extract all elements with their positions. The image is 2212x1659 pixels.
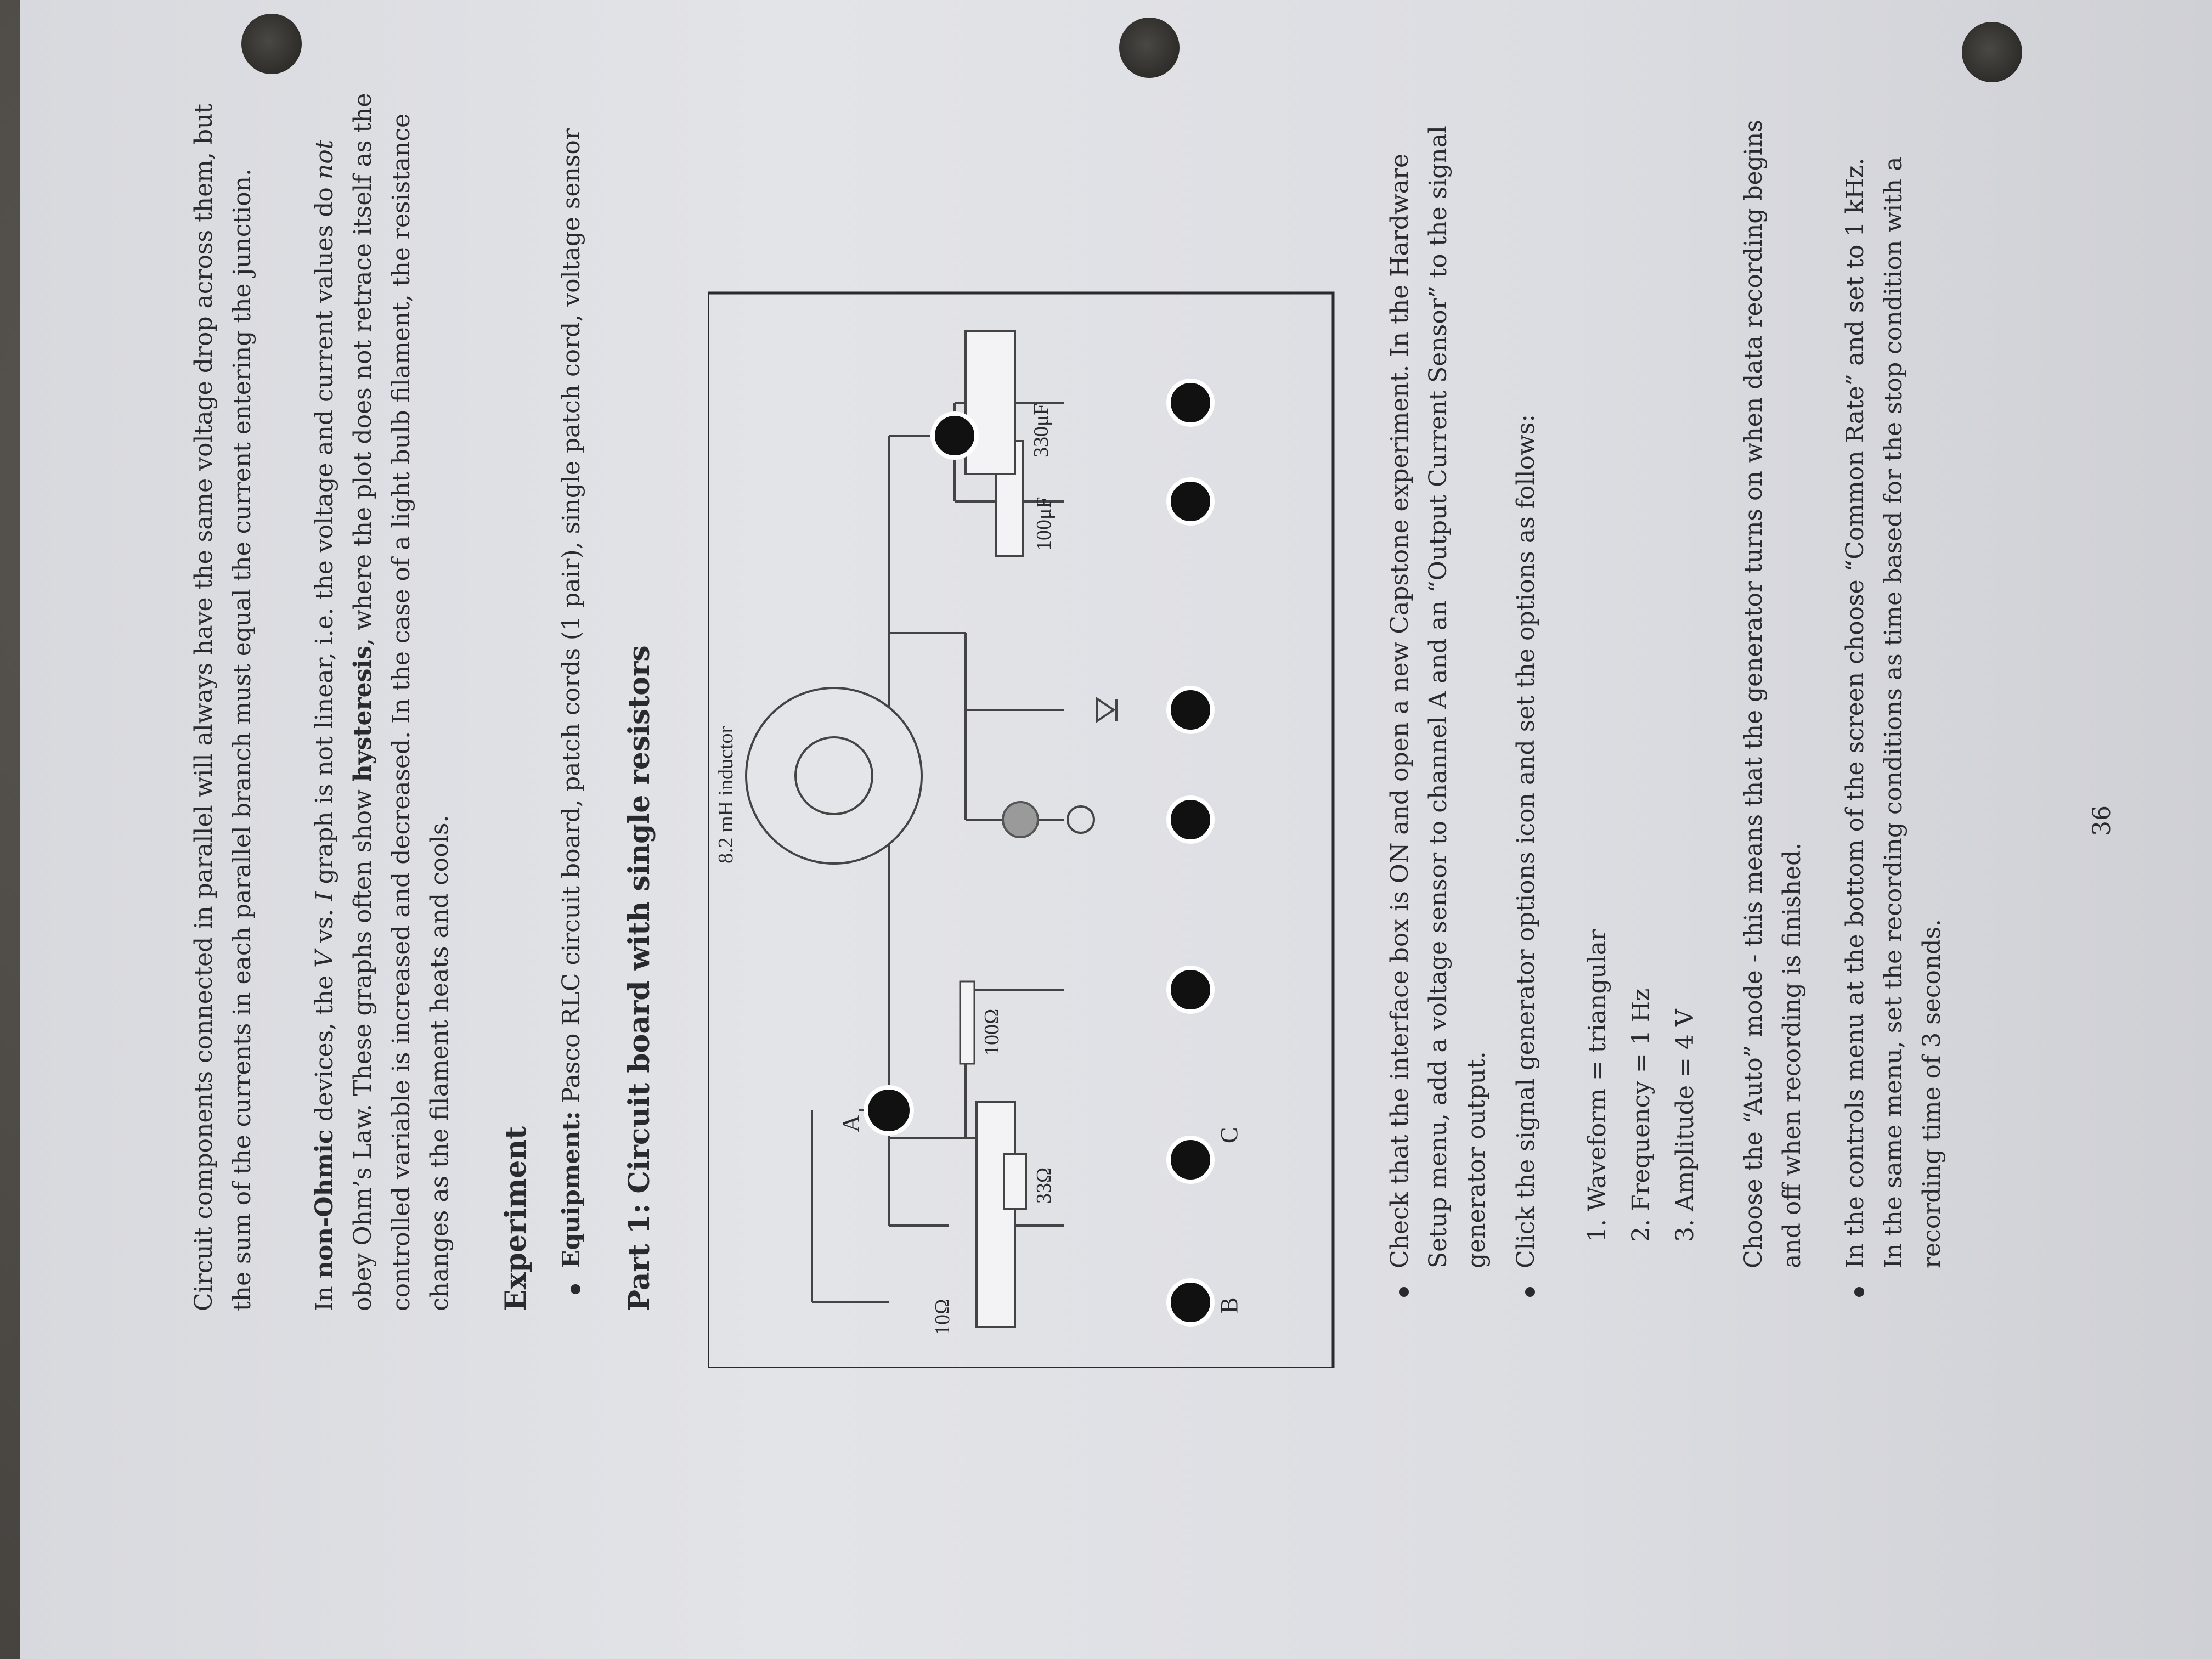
label-r33: 33Ω [1032,1167,1056,1204]
page-number: 36 [2088,805,2116,836]
circuit-board-diagram: 8.2 mH inductor A B C 10Ω 33Ω 100Ω 100μF… [708,291,1335,1368]
label-r10: 10Ω [931,1299,954,1335]
text-run: obey Ohm’s Law. These graphs often show [349,782,377,1311]
text-run: graph is not linear, i.e. the voltage an… [311,179,338,892]
terminal-bulb [1166,795,1215,844]
paper-sheet [20,0,2212,1659]
bullet-marker [1399,1287,1409,1297]
terminal-right-top [930,411,979,460]
bullet-marker [1525,1287,1535,1297]
terminal-b [1166,1278,1215,1327]
paragraph-nonohmic-line1: In non-Ohmic devices, the V vs. I graph … [307,140,342,1311]
equipment-text: Pasco RLC circuit board, patch cords (1 … [557,128,585,1111]
terminal-330uF [1166,379,1215,427]
step1-line1: Check that the interface box is ON and o… [1386,154,1414,1268]
terminal-jacks [864,379,1215,1327]
paragraph-parallel-line2: the sum of the currents in each parallel… [228,168,256,1311]
paragraph-parallel-line1: Circuit components connected in parallel… [190,103,218,1311]
terminal-diode [1166,686,1215,734]
terminal-100uF [1166,477,1215,526]
label-node-c: C [1216,1127,1243,1143]
auto-mode-line1: Choose the “Auto” mode - this means that… [1740,120,1768,1268]
experiment-heading: Experiment [499,1126,533,1311]
label-c330: 330μF [1030,403,1053,458]
light-bulb-icon [1066,805,1095,834]
label-node-a: A [837,1115,864,1132]
option-amplitude: 3. Amplitude = 4 V [1671,1009,1699,1242]
step2-line1: Click the signal generator options icon … [1512,414,1540,1268]
emphasis-not: not [311,139,338,180]
text-run: In [311,1278,338,1311]
bullet-marker [1854,1287,1864,1297]
paragraph-nonohmic-line4: changes as the filament heats and cools. [426,815,454,1311]
part1-heading: Part 1: Circuit board with single resist… [623,645,656,1311]
binder-hole-2 [1119,18,1180,78]
terminal-a [864,1085,914,1136]
resistor-100-ohm-body [959,980,975,1065]
option-frequency: 2. Frequency = 1 Hz [1627,988,1655,1242]
symbol-v: V [311,950,338,968]
resistor-33-ohm [1003,1153,1027,1210]
auto-mode-line2: and off when recording is finished. [1778,842,1806,1268]
step1-line3: generator output. [1463,1051,1491,1268]
bulb-socket [1002,801,1039,838]
label-r100: 100Ω [980,1009,1003,1056]
option-waveform: 1. Waveform = triangular [1583,929,1611,1242]
label-c100: 100μF [1032,496,1056,551]
equipment-label: Equipment: [557,1111,585,1268]
diode-icon [1096,697,1116,723]
bullet-marker [571,1284,580,1294]
label-node-b: B [1216,1297,1243,1313]
paragraph-nonohmic-line3: controlled variable is increased and dec… [387,113,415,1311]
equipment-line: Equipment: Pasco RLC circuit board, patc… [554,128,589,1268]
step1-line2: Setup menu, add a voltage sensor to chan… [1424,126,1452,1268]
symbol-i: I [311,891,338,901]
step3-line3: recording time of 3 seconds. [1918,918,1946,1268]
capacitor-330uF [964,330,1016,475]
resistor-10-ohm [975,1101,1016,1328]
paragraph-nonohmic-line2: obey Ohm’s Law. These graphs often show … [346,93,380,1311]
binder-hole-3 [1962,22,2022,82]
binder-hole-1 [241,14,302,74]
text-run: , where the plot does not retrace itself… [349,93,377,646]
text-run: devices, the [311,967,338,1130]
term-hysteresis: hysteresis [349,646,377,782]
step3-line1: In the controls menu at the bottom of th… [1841,157,1869,1268]
label-inductor: 8.2 mH inductor [714,726,737,864]
inductor-coil-inner [794,736,873,815]
terminal-c [1166,1136,1215,1184]
term-non-ohmic: non-Ohmic [311,1129,338,1279]
board-outline [708,291,1335,1368]
text-run: vs. [311,901,338,951]
terminal-100-ohm [1166,966,1215,1014]
step3-line2: In the same menu, set the recording cond… [1880,156,1908,1268]
